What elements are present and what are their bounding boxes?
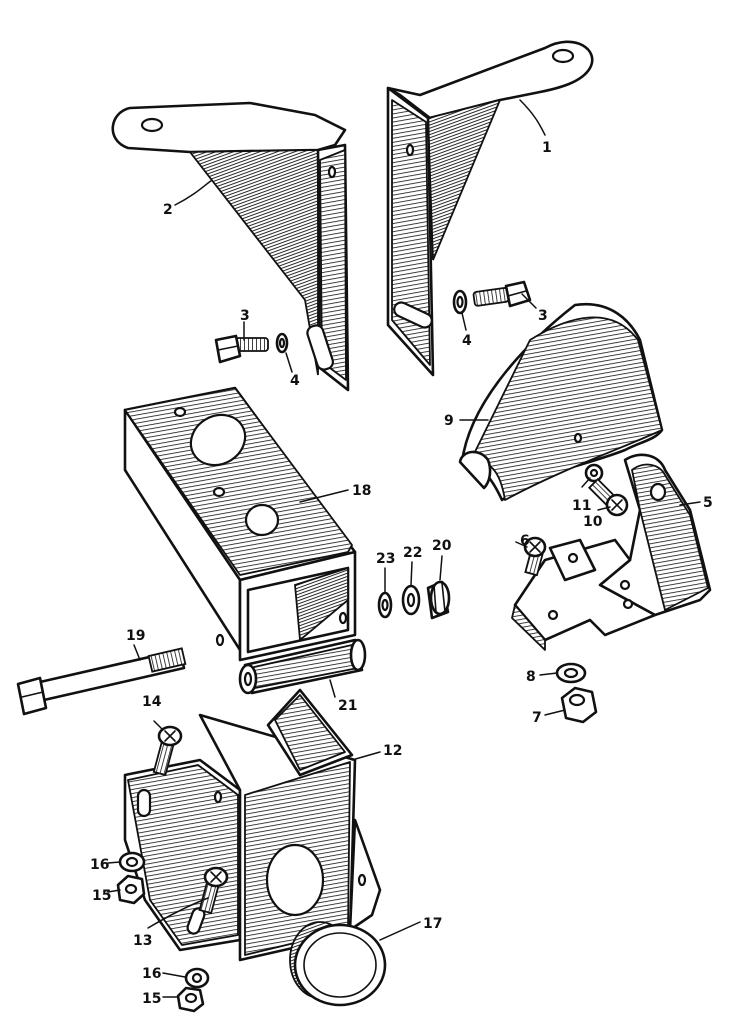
bracket-left: [111, 101, 350, 392]
knob: [289, 921, 387, 1007]
pivot-bolt: [16, 647, 187, 716]
callout-11: 11: [572, 498, 591, 514]
callout-1: 1: [542, 140, 552, 156]
callout-23: 23: [376, 551, 395, 567]
callout-3-left: 3: [240, 308, 250, 324]
spacer-tube: [238, 638, 367, 695]
callout-7: 7: [532, 710, 542, 726]
callout-15-lower: 15: [142, 991, 161, 1007]
callout-4-left: 4: [290, 373, 300, 389]
washer-22: [401, 584, 421, 616]
housing-upper: [123, 386, 357, 662]
callout-5: 5: [703, 495, 713, 511]
screw-10: [587, 477, 629, 517]
bracket-right: [386, 40, 594, 377]
callout-14: 14: [142, 694, 162, 710]
callout-13: 13: [133, 933, 152, 949]
housing-lower: [123, 688, 382, 962]
callout-6: 6: [520, 533, 530, 549]
callout-2: 2: [163, 202, 173, 218]
bolt-left: [214, 334, 269, 364]
nut-7: [560, 686, 598, 724]
washer-11: [584, 463, 604, 483]
screw-13: [198, 866, 229, 915]
washer-right: [452, 289, 468, 315]
callout-8: 8: [526, 669, 536, 685]
callout-19: 19: [126, 628, 145, 644]
screw-6: [523, 536, 547, 577]
callout-9: 9: [444, 413, 454, 429]
cover: [458, 302, 664, 502]
washer-16-upper: [118, 851, 146, 873]
washer-8: [555, 662, 587, 684]
callout-labels: 1 2 3 4 3 4 5 6 7 8 9 10 11 12 13 14 15 …: [90, 140, 713, 1007]
washer-23: [377, 591, 393, 619]
callout-18: 18: [352, 483, 371, 499]
washer-left: [275, 332, 289, 354]
callout-21: 21: [338, 698, 357, 714]
mount-bracket: [511, 453, 712, 651]
callout-17: 17: [423, 916, 442, 932]
callout-22: 22: [403, 545, 422, 561]
bolt-right: [472, 280, 532, 308]
callout-15-upper: 15: [92, 888, 111, 904]
leader-lines: [107, 99, 701, 998]
callout-20: 20: [432, 538, 452, 554]
nut-15-upper: [116, 874, 146, 905]
callout-16-upper: 16: [90, 857, 109, 873]
screw-14: [152, 725, 183, 777]
castle-nut: [426, 580, 451, 620]
callout-3-right: 3: [538, 308, 548, 324]
callout-10: 10: [583, 514, 603, 530]
nut-15-lower: [176, 986, 205, 1013]
callout-4-right: 4: [462, 333, 472, 349]
callout-12: 12: [383, 743, 402, 759]
washer-16-lower: [184, 967, 210, 989]
callout-16-lower: 16: [142, 966, 161, 982]
